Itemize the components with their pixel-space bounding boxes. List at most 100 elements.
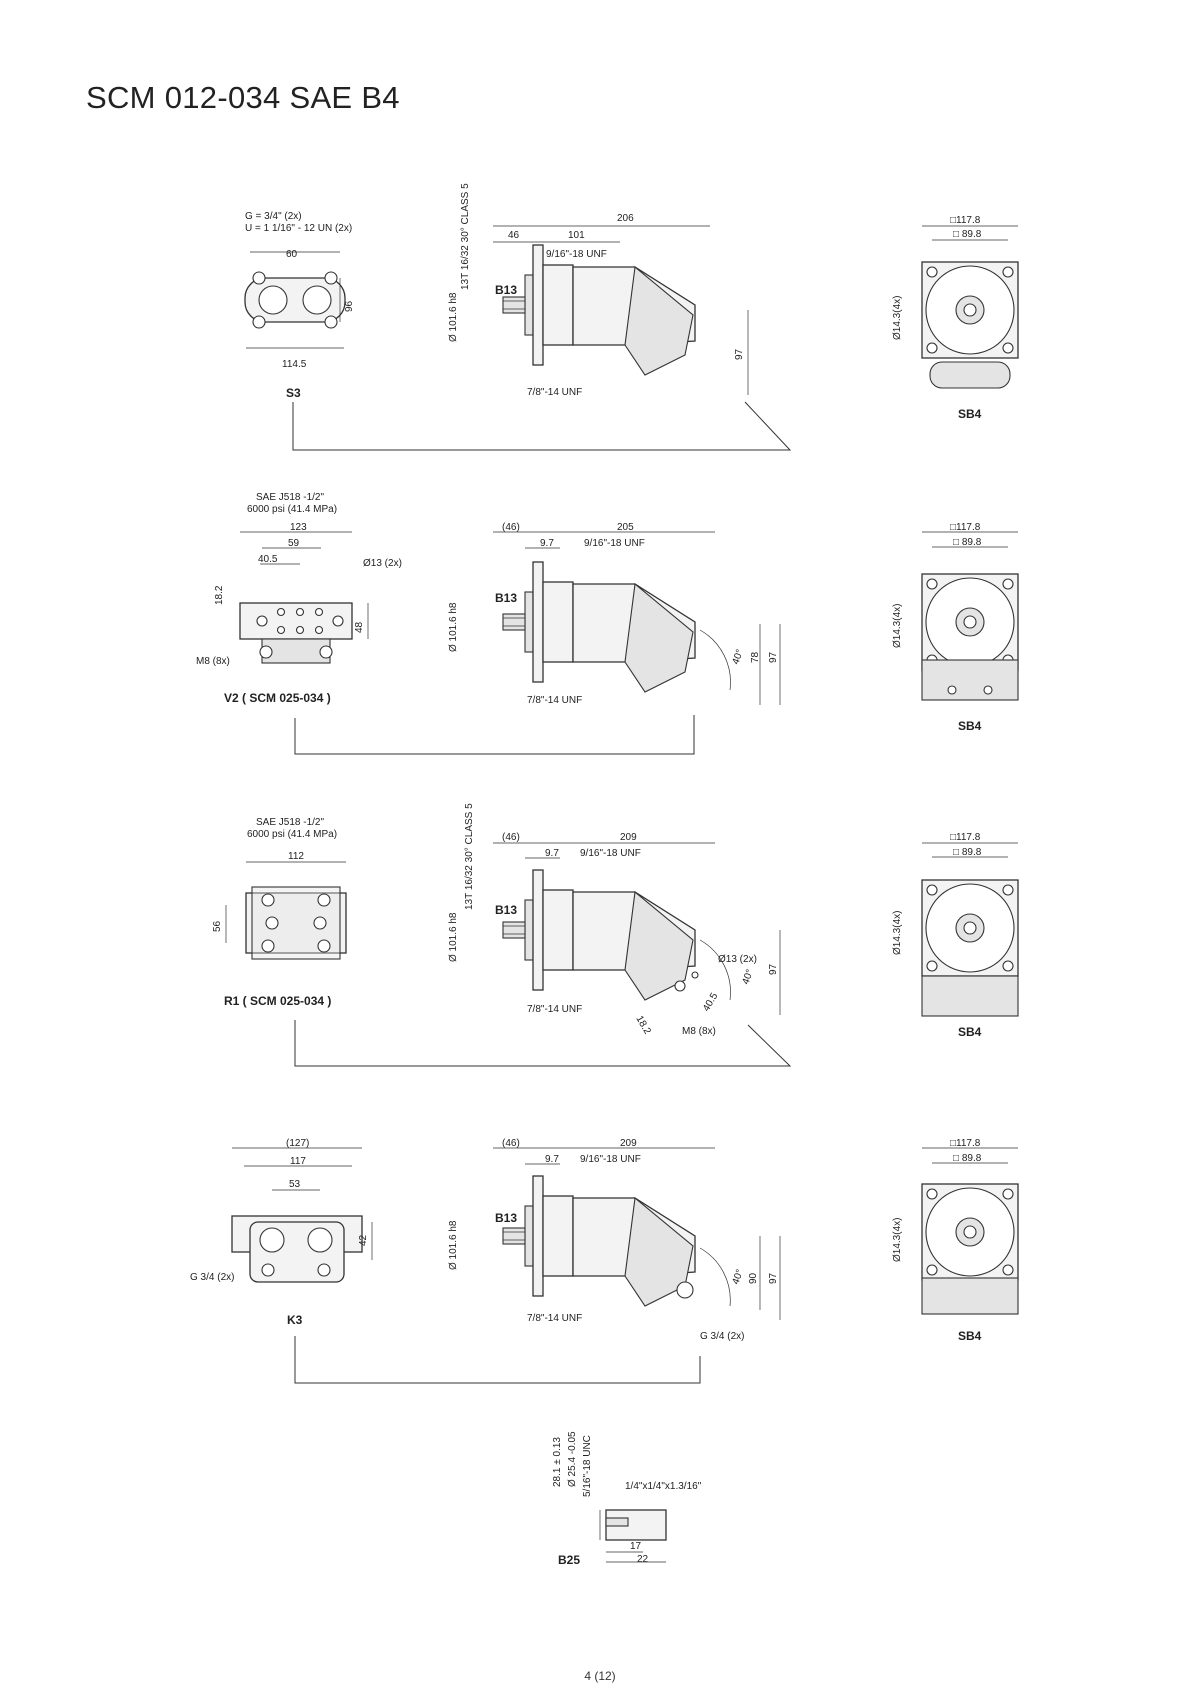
dim-text: 9.7: [545, 848, 559, 859]
row-3: SAE J518 -1/2" 6000 psi (41.4 MPa) 112 5…: [212, 803, 1019, 1067]
dim-text: Ø14.3(4x): [892, 911, 903, 955]
side-view-row-2: B13 (46) 205 9.7 9/16"-18 UNF Ø 101.6 h8…: [448, 522, 781, 706]
view-label: SB4: [958, 1329, 982, 1343]
spline-spec: 13T 16/32 30° CLASS 5: [464, 803, 475, 910]
dim-text: □ 89.8: [953, 847, 982, 858]
dim-text: 78: [750, 651, 761, 663]
note-g-thread: G = 3/4" (2x): [245, 211, 302, 222]
side-view-row-1: 13T 16/32 30° CLASS 5 B13 206 46 101 9/1…: [448, 183, 749, 398]
dim-text: 96: [344, 300, 355, 312]
dim-text: 97: [734, 348, 745, 360]
dim-text: 56: [212, 920, 223, 932]
note-g-thread: G 3/4 (2x): [190, 1272, 234, 1283]
dim-text: 40.5: [258, 554, 278, 565]
dim-text: 7/8"-14 UNF: [527, 1004, 582, 1015]
dim-text: 97: [768, 651, 779, 663]
note-pressure: 6000 psi (41.4 MPa): [247, 504, 337, 515]
dim-text: 205: [617, 522, 634, 533]
dim-text: 9/16"-18 UNF: [584, 538, 645, 549]
dim-text: (46): [502, 1138, 520, 1149]
dim-text: 209: [620, 1138, 637, 1149]
connector-line: [294, 715, 695, 755]
dim-text: Ø14.3(4x): [892, 296, 903, 340]
dim-text: 90: [748, 1272, 759, 1284]
view-label: V2 ( SCM 025-034 ): [224, 691, 331, 705]
dim-text: 9/16"-18 UNF: [580, 1154, 641, 1165]
view-label: SB4: [958, 1025, 982, 1039]
dim-text: 42: [358, 1234, 369, 1246]
port-view-s3: G = 3/4" (2x) U = 1 1/16" - 12 UN (2x) 6…: [244, 211, 355, 400]
connector-line: [294, 1020, 792, 1067]
shaft-code: B13: [495, 903, 517, 917]
dim-text: 46: [508, 230, 520, 241]
dim-text: 48: [354, 621, 365, 633]
dim-text: 7/8"-14 UNF: [527, 695, 582, 706]
dim-text: 22: [637, 1554, 649, 1565]
dim-text: M8 (8x): [196, 656, 230, 667]
row-2: SAE J518 -1/2" 6000 psi (41.4 MPa) 123 5…: [196, 492, 1019, 755]
dim-text: 9/16"-18 UNF: [546, 249, 607, 260]
port-view-k3: (127) 117 53 42 G 3/4 (2x) K3: [190, 1138, 373, 1327]
dim-text: 18.2: [633, 1014, 652, 1037]
flange-view-row-4: □117.8 □ 89.8 Ø14.3(4x) SB4: [892, 1138, 1019, 1343]
dim-text: 9.7: [545, 1154, 559, 1165]
dim-text: Ø 101.6 h8: [448, 912, 459, 962]
dim-text: Ø14.3(4x): [892, 1218, 903, 1262]
dim-text: 114.5: [282, 359, 307, 370]
dim-text: □117.8: [950, 522, 981, 533]
port-view-r1: SAE J518 -1/2" 6000 psi (41.4 MPa) 112 5…: [212, 817, 347, 1008]
dim-text: 5/16"-18 UNC: [582, 1435, 593, 1497]
spline-spec: 13T 16/32 30° CLASS 5: [460, 183, 471, 290]
dim-text: Ø13 (2x): [718, 954, 757, 965]
shaft-detail-b25: 28.1 ± 0.13 Ø 25.4 -0.05 5/16"-18 UNC 1/…: [552, 1431, 702, 1567]
dim-text: (46): [502, 522, 520, 533]
dim-text: M8 (8x): [682, 1026, 716, 1037]
dim-text: 97: [768, 1272, 779, 1284]
flange-view-row-1: □117.8 □ 89.8 Ø14.3(4x) SB4: [892, 215, 1019, 421]
dim-text: Ø 101.6 h8: [448, 292, 459, 342]
dim-text: 28.1 ± 0.13: [552, 1437, 563, 1487]
note-u-thread: U = 1 1/16" - 12 UN (2x): [245, 223, 352, 234]
dim-text: □117.8: [950, 832, 981, 843]
dim-text: □ 89.8: [953, 229, 982, 240]
note-sae-flange: SAE J518 -1/2": [256, 817, 324, 828]
page-number: 4 (12): [584, 1669, 616, 1683]
view-label: SB4: [958, 407, 982, 421]
dim-text: 7/8"-14 UNF: [527, 387, 582, 398]
dim-text: G 3/4 (2x): [700, 1331, 744, 1342]
dim-text: 206: [617, 213, 634, 224]
view-label: SB4: [958, 719, 982, 733]
dim-text: 101: [568, 230, 585, 241]
dim-text: 9.7: [540, 538, 554, 549]
connector-line: [292, 401, 792, 451]
dim-text: 112: [288, 851, 304, 862]
side-view-row-3: 13T 16/32 30° CLASS 5 B13 (46) 209 9.7 9…: [448, 803, 781, 1037]
dim-text: 117: [290, 1156, 306, 1167]
row-1: G = 3/4" (2x) U = 1 1/16" - 12 UN (2x) 6…: [244, 183, 1019, 451]
dim-text: □ 89.8: [953, 1153, 982, 1164]
dim-text: Ø 101.6 h8: [448, 602, 459, 652]
dim-text: 40°: [740, 968, 756, 986]
port-view-v2: SAE J518 -1/2" 6000 psi (41.4 MPa) 123 5…: [196, 492, 402, 705]
row-4: (127) 117 53 42 G 3/4 (2x) K3 B13 (46) 2…: [190, 1138, 1019, 1384]
dim-text: 60: [286, 249, 298, 260]
dim-text: 40.5: [701, 991, 720, 1014]
dim-text: □117.8: [950, 215, 981, 226]
shaft-code: B13: [495, 591, 517, 605]
view-label: K3: [287, 1313, 303, 1327]
dim-text: 7/8"-14 UNF: [527, 1313, 582, 1324]
dim-text: 97: [768, 963, 779, 975]
dim-text: Ø13 (2x): [363, 558, 402, 569]
dim-text: 1/4"x1/4"x1.3/16": [625, 1481, 702, 1492]
dim-text: 53: [289, 1179, 301, 1190]
page-title: SCM 012-034 SAE B4: [86, 80, 400, 115]
dim-text: 209: [620, 832, 637, 843]
dim-text: 59: [288, 538, 300, 549]
dim-text: Ø 101.6 h8: [448, 1220, 459, 1270]
note-sae-flange: SAE J518 -1/2": [256, 492, 324, 503]
dim-text: Ø 25.4 -0.05: [567, 1431, 578, 1487]
dim-text: (46): [502, 832, 520, 843]
shaft-code: B13: [495, 283, 517, 297]
dim-text: 40°: [730, 648, 746, 666]
